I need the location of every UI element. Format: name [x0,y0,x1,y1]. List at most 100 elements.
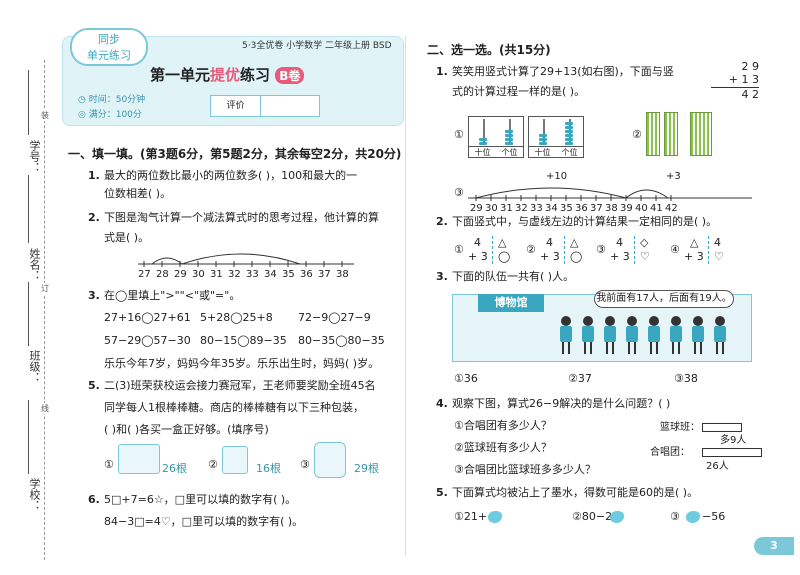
candy-jar-image [314,442,346,478]
time-limit: ◷ 时间：50分钟 [78,95,146,105]
name-field[interactable] [28,175,29,243]
compare-item[interactable]: 80−15◯89−35 [200,334,287,347]
choir-label: 合唱团： [650,447,690,458]
p2-q3-number: 3. [436,270,448,283]
kid-figure [648,316,660,356]
option-tag[interactable]: ③ [300,458,310,471]
school-field[interactable] [28,400,29,474]
number-line-label: 42 [665,203,678,214]
class-field[interactable] [28,282,29,346]
compare-item[interactable]: 57−29◯57−30 [104,334,191,347]
p2-q4-option-1[interactable]: ①合唱团有多少人？ [454,419,552,432]
number-line-label: 38 [605,203,618,214]
rating-box[interactable]: 评价 [210,95,320,117]
q2-number: 2. [88,211,100,224]
number-line-label: 33 [246,269,259,280]
p2-q3-option-3[interactable]: ③38 [674,372,698,385]
version-tag: B卷 [275,67,305,84]
p2-q4-text: 观察下图，算式26−9解决的是什么问题？( ) [452,397,671,410]
candy-box-1-image [118,444,160,474]
rating-label: 评价 [211,96,261,116]
number-line-label: 31 [210,269,223,280]
p2-q3-option-2[interactable]: ②37 [568,372,592,385]
p2-q2-text: 下面竖式中，与虚线左边的计算结果一定相同的是( )。 [452,215,718,228]
basketball-bar [702,423,742,432]
q1-text: 最大的两位数比最小的两位数多( )，100和最大的一 [104,169,358,182]
p2-q5-option-3[interactable]: ③ [670,510,680,523]
p2-q1-text: 笑笑用竖式计算了29+13(如右图)，下面与竖 [452,65,674,78]
number-line-label: 34 [264,269,277,280]
jump-label-10: +10 [546,171,568,182]
number-line-label: 34 [545,203,558,214]
cut-char: 订 [41,283,49,294]
p2-q4-option-3[interactable]: ③合唱团比篮球班多多少人？ [454,463,596,476]
option-tag[interactable]: ① [104,458,114,471]
name-label: 姓名： [28,248,41,281]
compare-item[interactable]: 5+28◯25+8 [200,311,273,324]
option-tag[interactable]: ② [208,458,218,471]
vertical-calc-result: 4 2 [741,88,760,101]
compare-item[interactable]: 72−9◯27−9 [298,311,371,324]
number-line-label: 33 [530,203,543,214]
cut-char: 装 [41,110,49,121]
kid-figure [626,316,638,356]
number-line-label: 41 [650,203,663,214]
p2-q5-text: 下面算式均被沾上了墨水，得数可能是60的是( )。 [452,486,699,499]
number-line-label: 30 [192,269,205,280]
candy-box-2-count: 16根 [256,462,281,475]
number-line-label: 27 [138,269,151,280]
badge-bottom: 单元练习 [87,49,131,62]
option-tag[interactable]: ① [454,128,464,141]
part2-heading: 二、选一选。(共15分) [427,43,551,57]
total-label: 26人 [706,461,729,472]
option-tag[interactable]: ② [632,128,642,141]
p2-q5-option-3-tail: −56 [702,510,726,523]
number-line-label: 29 [470,203,483,214]
ink-blot [488,511,502,523]
p2-q3-text: 下面的队伍一共有( )人。 [452,270,575,283]
q5-text-cont2: ( )和( )各买一盒正好够。(填序号) [104,423,269,436]
part1-heading: 一、填一填。(第3题6分，第5题2分，其余每空2分，共20分) [68,147,402,161]
q2-text-cont: 式是( )。 [104,231,150,244]
candy-jar-count: 29根 [354,462,379,475]
cut-char: 线 [41,403,49,414]
kid-figure [670,316,682,356]
q6-number: 6. [88,493,100,506]
q5-number: 5. [88,379,100,392]
museum-sign: 博物馆 [478,294,544,312]
badge-top: 同步 [98,33,120,46]
number-line-label: 35 [560,203,573,214]
full-score: ◎ 满分：100分 [78,110,142,120]
candy-box-2-image [222,446,248,474]
p2-q3-option-1[interactable]: ①36 [454,372,478,385]
number-line-label: 39 [620,203,633,214]
p2-q1-text-cont: 式的计算过程一样的是( )。 [452,85,586,98]
compare-item[interactable]: 27+16◯27+61 [104,311,191,324]
compare-item[interactable]: 80−35◯80−35 [298,334,385,347]
kid-figure [604,316,616,356]
q6-text-cont: 84−3□=4♡，□里可以填的数字有( )。 [104,515,304,528]
school-label: 学校： [28,478,41,511]
kid-figure [714,316,726,356]
basketball-label: 篮球班： [660,422,700,433]
student-id-field[interactable] [28,70,29,135]
p2-q4-option-2[interactable]: ②篮球班有多少人？ [454,441,552,454]
number-line-label: 29 [174,269,187,280]
student-id-label: 学号： [28,140,41,173]
number-line-label: 36 [575,203,588,214]
p2-q1-number: 1. [436,65,448,78]
jump-label-3: +3 [666,171,681,182]
number-line-label: 32 [228,269,241,280]
page-number: 3 [754,537,794,555]
p2-q5-option-1[interactable]: ①21+ [454,510,488,523]
q2-number-line [138,253,354,267]
p2-q2-number: 2. [436,215,448,228]
q5-text: 二(3)班荣获校运会接力赛冠军，王老师要奖励全班45名 [104,379,376,392]
kid-figure [692,316,704,356]
option-tag[interactable]: ③ [454,186,464,199]
number-line-label: 37 [318,269,331,280]
number-line-label: 35 [282,269,295,280]
p2-q5-option-2[interactable]: ②80−2 [572,510,613,523]
number-line-label: 40 [635,203,648,214]
